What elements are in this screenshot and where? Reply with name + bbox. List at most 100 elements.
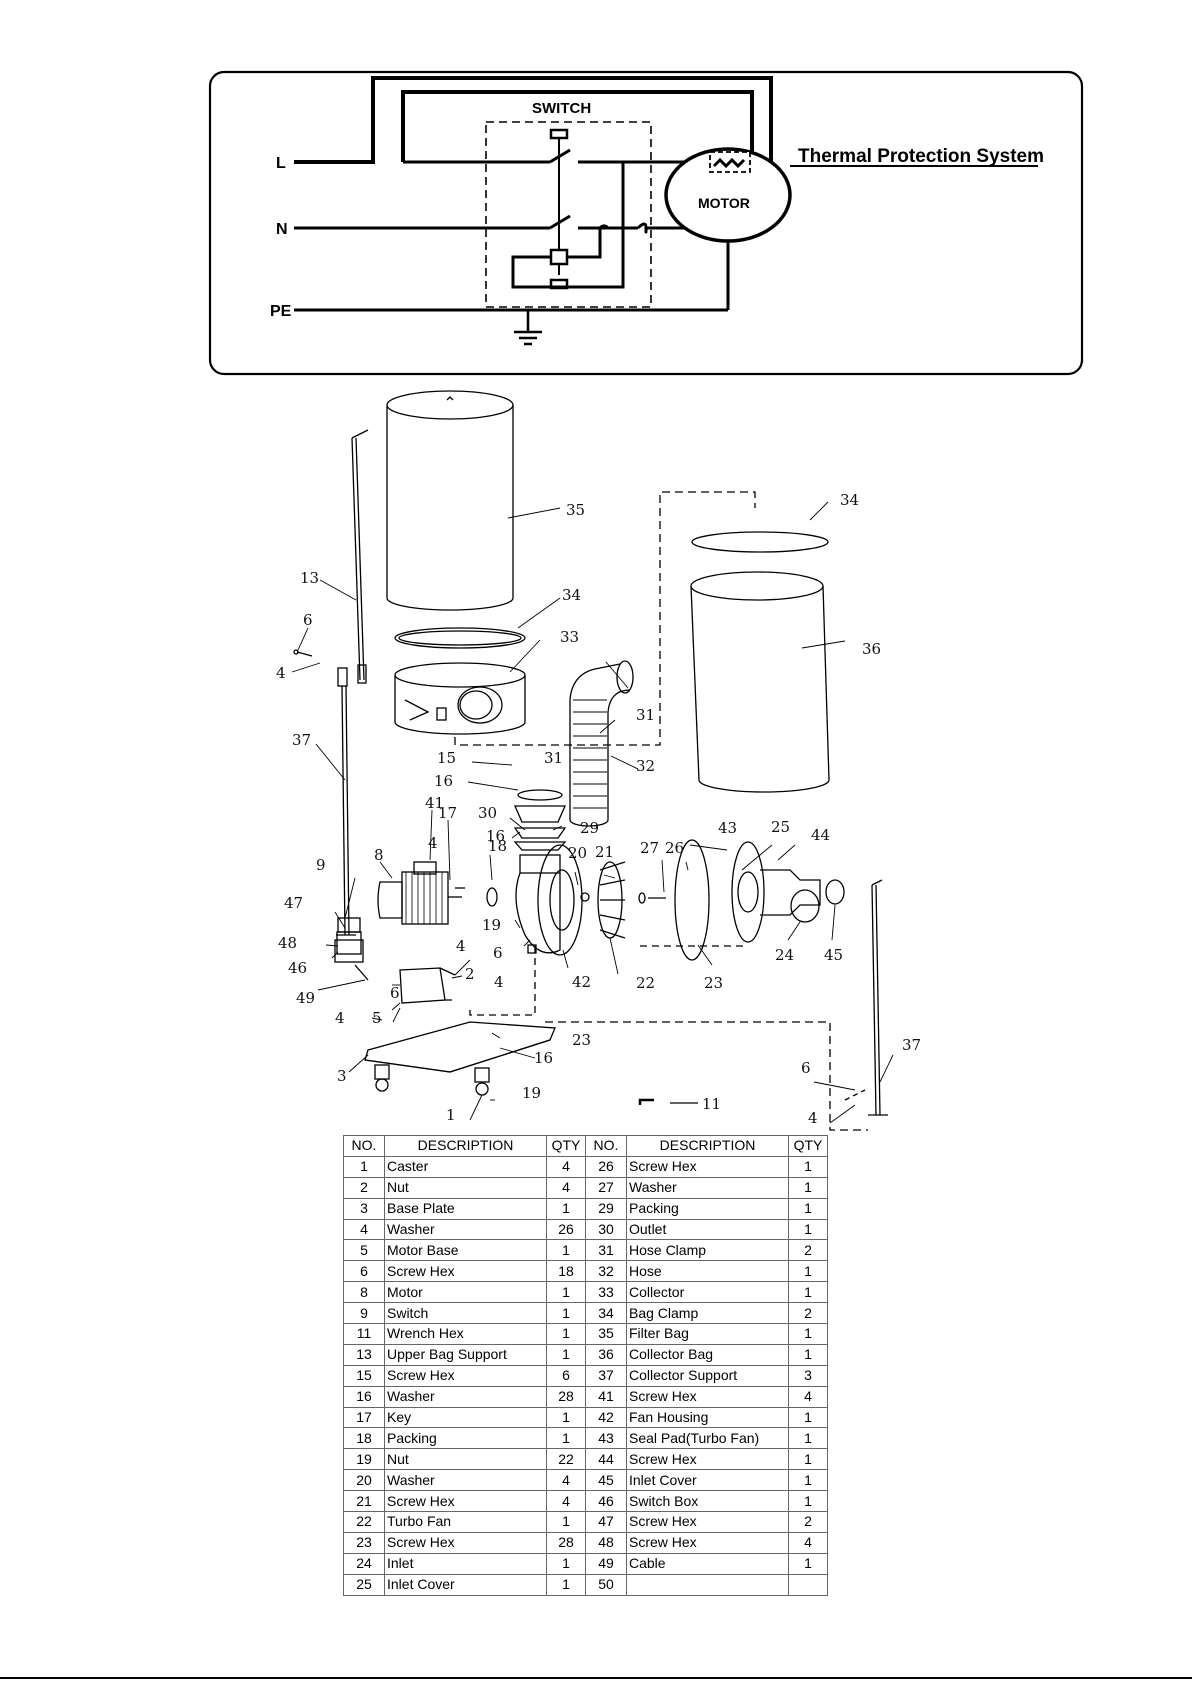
part-description: Caster <box>384 1155 547 1178</box>
part-number: 21 <box>343 1490 385 1513</box>
part-number: 37 <box>585 1364 627 1387</box>
part-number: 43 <box>585 1427 627 1450</box>
callout-32: 32 <box>636 757 655 775</box>
callout-48: 48 <box>278 934 297 952</box>
callout-15: 15 <box>437 749 456 767</box>
part-description: Inlet <box>384 1552 547 1575</box>
callout-37: 37 <box>902 1036 921 1054</box>
part-qty: 3 <box>788 1364 828 1387</box>
callout-17: 17 <box>438 804 457 822</box>
motor-base-drawing <box>399 967 456 1004</box>
packing-18 <box>486 887 498 907</box>
callout-6: 6 <box>801 1059 811 1077</box>
part-qty: 1 <box>546 1281 586 1304</box>
part-number: 13 <box>343 1343 385 1366</box>
part-qty: 4 <box>546 1469 586 1492</box>
part-number: 34 <box>585 1302 627 1325</box>
part-description: Collector Support <box>626 1364 789 1387</box>
part-description: Screw Hex <box>626 1511 789 1533</box>
callout-16: 16 <box>534 1049 553 1067</box>
callout-20: 20 <box>568 844 587 862</box>
part-description: Motor Base <box>384 1239 547 1262</box>
callout-31: 31 <box>544 749 563 767</box>
part-description: Outlet <box>626 1218 789 1241</box>
part-number: 2 <box>343 1176 385 1199</box>
part-description: Packing <box>384 1427 547 1450</box>
part-description: Screw Hex <box>626 1448 789 1471</box>
callout-26: 26 <box>665 839 684 857</box>
part-description: Collector Bag <box>626 1343 789 1366</box>
line-label-n: N <box>276 221 288 238</box>
part-qty: 1 <box>788 1343 828 1366</box>
part-qty: 1 <box>546 1239 586 1262</box>
part-number: 25 <box>343 1573 385 1596</box>
part-number: 16 <box>343 1385 385 1408</box>
part-description <box>626 1573 789 1596</box>
part-qty: 1 <box>546 1406 586 1429</box>
thermal-protection-label: Thermal Protection System <box>798 146 1044 167</box>
part-qty: 22 <box>546 1448 586 1471</box>
part-number: 17 <box>343 1406 385 1429</box>
callout-30: 30 <box>478 804 497 822</box>
wiring-frame <box>208 70 1084 376</box>
part-description: Key <box>384 1406 547 1429</box>
callout-27: 27 <box>640 839 659 857</box>
part-description: Cable <box>626 1552 789 1575</box>
part-qty: 1 <box>788 1218 828 1241</box>
part-qty: 4 <box>546 1176 586 1199</box>
part-description: Screw Hex <box>626 1155 789 1178</box>
inlet-drawing <box>731 841 845 943</box>
part-qty: 1 <box>788 1281 828 1304</box>
part-qty: 1 <box>546 1511 586 1533</box>
callout-13: 13 <box>300 569 319 587</box>
callout-4: 4 <box>808 1109 818 1127</box>
part-number: 49 <box>585 1552 627 1575</box>
callout-16: 16 <box>434 772 453 790</box>
motor-drawing <box>377 861 462 925</box>
part-description: Hose Clamp <box>626 1239 789 1262</box>
part-qty: 1 <box>546 1323 586 1345</box>
callout-5: 5 <box>372 1009 382 1027</box>
part-qty: 18 <box>546 1260 586 1283</box>
callout-33: 33 <box>560 628 579 646</box>
part-number: 5 <box>343 1239 385 1262</box>
part-description: Wrench Hex <box>384 1323 547 1345</box>
column-header-description: DESCRIPTION <box>626 1135 789 1157</box>
table-header-row: NO. DESCRIPTION QTY NO. DESCRIPTION QTY <box>343 1135 828 1157</box>
part-number: 1 <box>343 1155 385 1178</box>
callout-41: 41 <box>425 794 444 812</box>
part-qty: 1 <box>546 1427 586 1450</box>
part-description: Base Plate <box>384 1197 547 1220</box>
part-number: 15 <box>343 1364 385 1387</box>
part-description: Collector <box>626 1281 789 1304</box>
part-qty: 1 <box>788 1197 828 1220</box>
part-number: 18 <box>343 1427 385 1450</box>
part-number: 41 <box>585 1385 627 1408</box>
column-header-qty: QTY <box>546 1135 586 1157</box>
part-description: Switch <box>384 1302 547 1325</box>
column-header-qty: QTY <box>788 1135 828 1157</box>
screw-hex-6 <box>296 651 313 657</box>
callout-22: 22 <box>636 974 655 992</box>
motor-label: MOTOR <box>698 195 750 211</box>
callout-18: 18 <box>488 837 507 855</box>
part-number: 35 <box>585 1323 627 1345</box>
part-number: 50 <box>585 1573 627 1596</box>
callout-34: 34 <box>562 586 581 604</box>
callout-42: 42 <box>572 973 591 991</box>
seal-pad <box>674 839 710 961</box>
column-header-no: NO. <box>343 1135 385 1157</box>
callout-11: 11 <box>702 1095 721 1113</box>
exploded-parts-view: 35 34 34 36 13 6 4 33 31 31 32 37 15 16 … <box>276 390 921 1131</box>
wiring-diagram: SWITCH MOTOR Thermal Protection System L… <box>208 70 1084 376</box>
